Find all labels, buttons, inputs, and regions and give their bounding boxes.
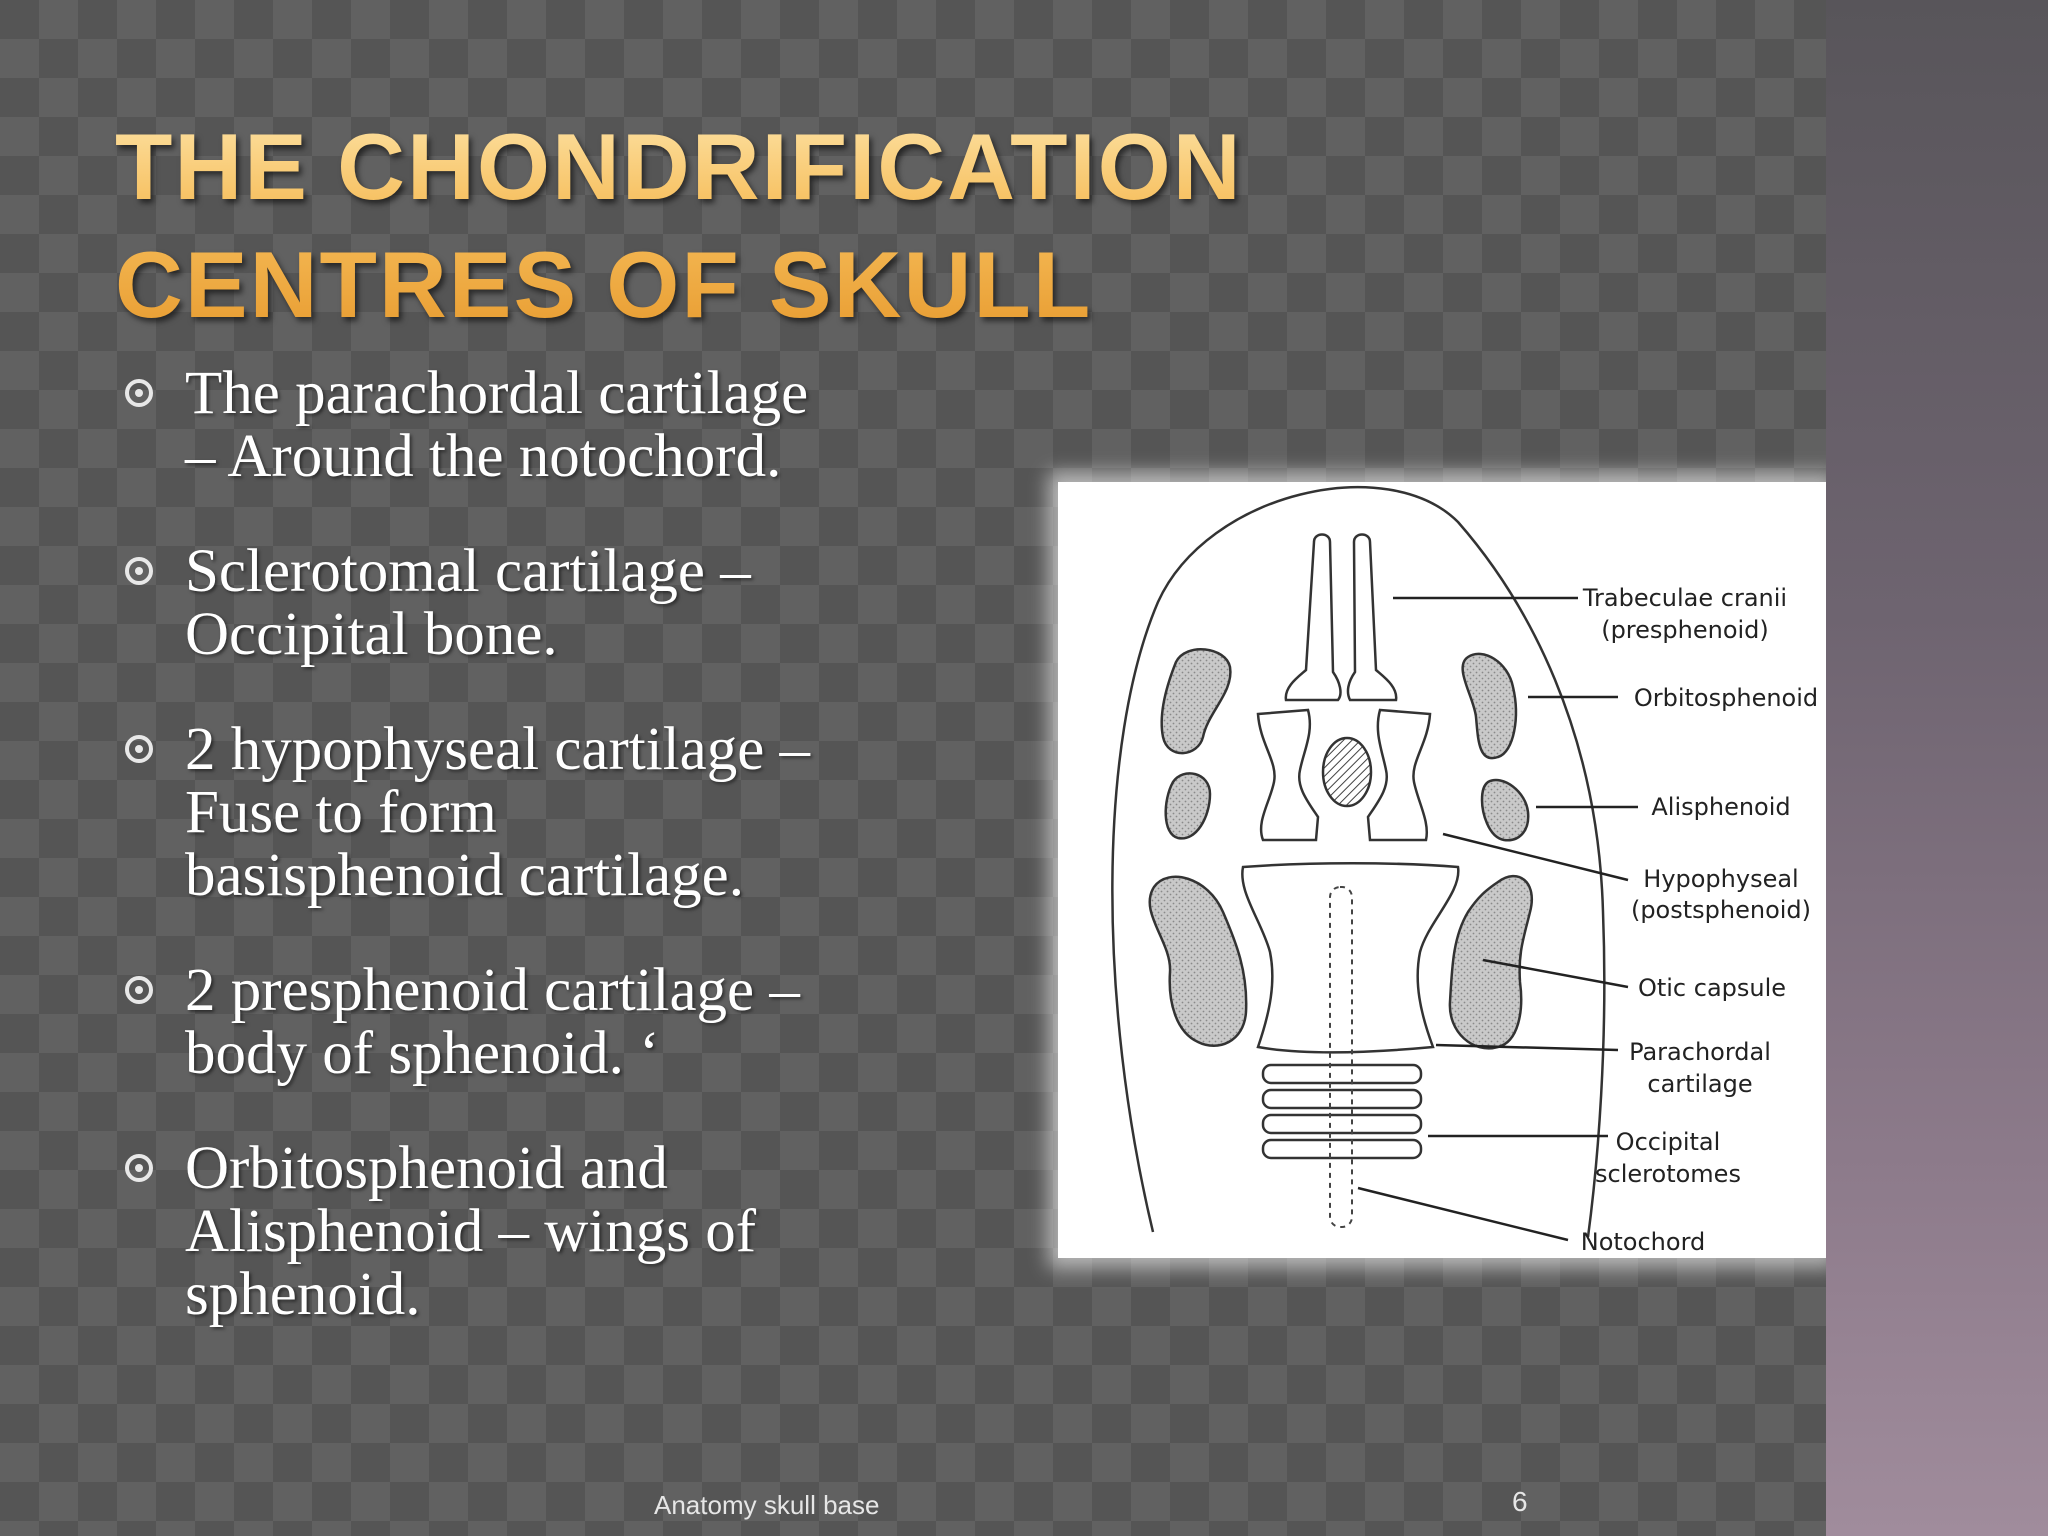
label-sclerotomes: sclerotomes <box>1595 1160 1741 1188</box>
label-hypophyseal: Hypophyseal <box>1643 865 1798 893</box>
bullet-line: – Around the notochord. <box>185 423 782 490</box>
bullet-line: body of sphenoid. ‘ <box>185 1020 660 1087</box>
label-occipital: Occipital <box>1616 1128 1721 1156</box>
orbitosphenoid-right <box>1461 652 1518 760</box>
otic-capsule-left <box>1148 875 1248 1047</box>
parachordal-cartilage <box>1241 862 1460 1054</box>
label-notochord: Notochord <box>1581 1228 1706 1256</box>
bullet-line: 2 hypophyseal cartilage – <box>185 716 811 783</box>
bullet-list: The parachordal cartilage – Around the n… <box>125 362 925 1378</box>
bullet-item: Orbitosphenoid and Alisphenoid – wings o… <box>125 1137 925 1326</box>
bullet-marker-icon <box>125 1154 153 1182</box>
bullet-item: The parachordal cartilage – Around the n… <box>125 362 925 488</box>
title-line-2: CENTRES OF SKULL <box>115 232 1093 337</box>
label-trabeculae-cranii: Trabeculae cranii <box>1582 584 1787 612</box>
label-otic-capsule: Otic capsule <box>1638 974 1786 1002</box>
label-parachordal: Parachordal <box>1629 1038 1771 1066</box>
bullet-line: Orbitosphenoid and <box>185 1135 668 1202</box>
head-outline <box>1111 485 1606 1238</box>
notochord <box>1329 886 1353 1228</box>
bullet-line: Occipital bone. <box>185 601 558 668</box>
bullet-line: The parachordal cartilage <box>185 360 809 427</box>
skull-chondrification-diagram: Trabeculae cranii (presphenoid) Orbitosp… <box>1058 482 1826 1258</box>
bullet-line: 2 presphenoid cartilage – <box>185 957 800 1024</box>
occipital-sclerotomes <box>1261 1063 1423 1160</box>
hypophyseal-cartilages <box>1256 708 1432 842</box>
bullet-item: 2 hypophyseal cartilage – Fuse to form b… <box>125 718 925 907</box>
bullet-marker-icon <box>125 379 153 407</box>
bullet-line: sphenoid. <box>185 1261 421 1328</box>
bullet-line: Sclerotomal cartilage – <box>185 538 751 605</box>
bullet-marker-icon <box>125 976 153 1004</box>
label-postsphenoid: (postsphenoid) <box>1631 896 1811 924</box>
bullet-marker-icon <box>125 735 153 763</box>
bullet-marker-icon <box>125 557 153 585</box>
leader-lines <box>1357 596 1638 1242</box>
trabeculae-cranii <box>1284 533 1398 702</box>
bullet-line: basisphenoid cartilage. <box>185 842 744 909</box>
orbitosphenoid-left <box>1160 648 1232 755</box>
title-line-1: THE CHONDRIFICATION <box>115 114 1243 219</box>
diagram-labels: Trabeculae cranii (presphenoid) Orbitosp… <box>1581 584 1818 1256</box>
bullet-line: Alisphenoid – wings of <box>185 1198 757 1265</box>
slide-title: THE CHONDRIFICATION CENTRES OF SKULL <box>115 108 1415 344</box>
alisphenoid-left <box>1164 772 1212 840</box>
side-gradient-band <box>1826 0 2048 1536</box>
bullet-line: Fuse to form <box>185 779 497 846</box>
page-number: 6 <box>1512 1486 1528 1517</box>
label-alisphenoid: Alisphenoid <box>1651 793 1790 821</box>
footer-text: Anatomy skull base <box>654 1490 880 1520</box>
label-presphenoid: (presphenoid) <box>1601 616 1769 644</box>
alisphenoid-right <box>1480 779 1530 842</box>
bullet-item: Sclerotomal cartilage – Occipital bone. <box>125 540 925 666</box>
label-orbitosphenoid: Orbitosphenoid <box>1634 684 1818 712</box>
slide-background: THE CHONDRIFICATION CENTRES OF SKULL The… <box>0 0 1826 1536</box>
bullet-item: 2 presphenoid cartilage – body of spheno… <box>125 959 925 1085</box>
label-parachordal-cartilage: cartilage <box>1647 1070 1752 1098</box>
hypophysis-hatched <box>1321 736 1373 808</box>
